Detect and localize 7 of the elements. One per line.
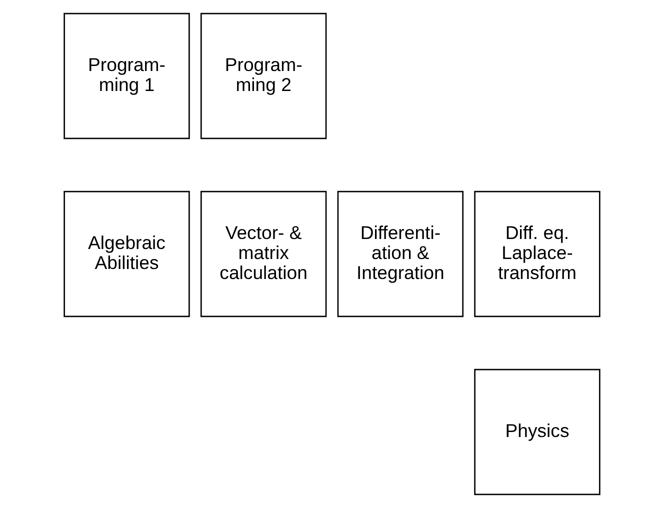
node-box: Physics [474,368,600,496]
node-box: Differenti- ation & Integration [336,190,464,318]
node-box: Algebraic Abilities [63,190,190,318]
node-box: Diff. eq. Laplace- transform [474,190,600,318]
node-box: Vector- & matrix calculation [200,190,326,318]
node-box: Program- ming 1 [63,12,190,140]
node-box: Program- ming 2 [200,12,326,140]
